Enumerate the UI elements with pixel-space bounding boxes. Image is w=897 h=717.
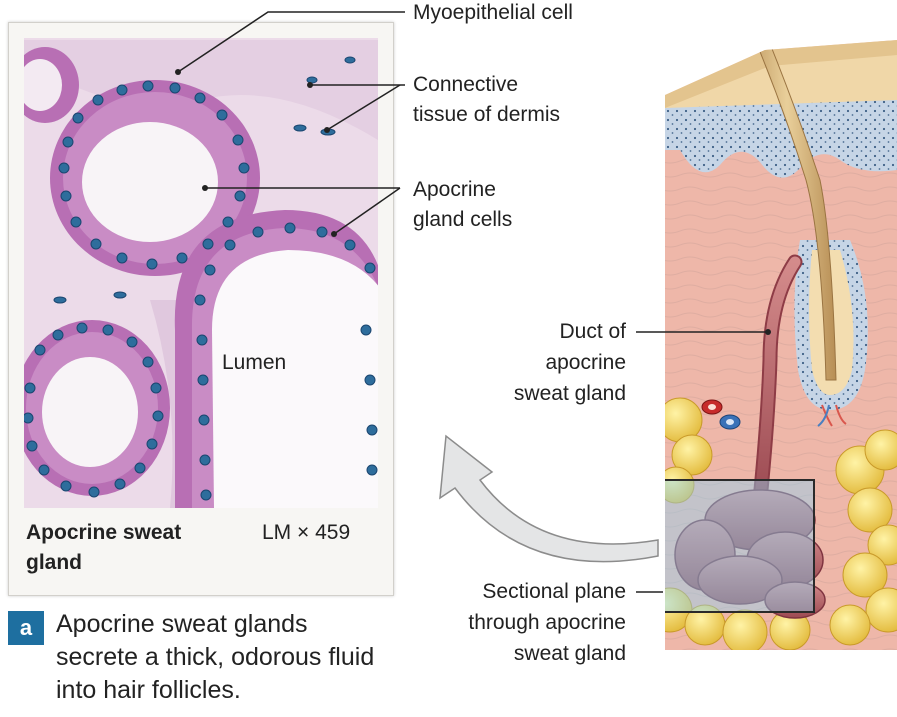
duct-label-line3: sweat gland <box>513 382 626 405</box>
direction-arrow <box>439 434 659 563</box>
sectional-plane-label-line1: Sectional plane <box>482 580 626 603</box>
connective-tissue-label-line2: tissue of dermis <box>413 103 561 126</box>
sectional-plane-label-line3: sweat gland <box>513 642 626 665</box>
duct-label-line1: Duct of <box>559 320 626 343</box>
lumen-label: Lumen <box>222 351 287 374</box>
leader-lines <box>177 11 768 593</box>
apocrine-cells-label-line1: Apocrine <box>413 178 496 201</box>
panel-description: Apocrine sweat glands secrete a thick, o… <box>56 610 375 704</box>
micrograph-caption: Apocrine sweat gland <box>26 521 182 574</box>
duct-label-line2: apocrine <box>545 351 626 374</box>
connective-tissue-label-line1: Connective <box>413 73 519 96</box>
micrograph <box>24 38 378 508</box>
skin-illustration <box>665 40 897 650</box>
apocrine-cells-label-line2: gland cells <box>413 208 513 231</box>
magnification-label: LM × 459 <box>262 521 351 544</box>
sectional-plane-label-line2: through apocrine <box>468 611 626 634</box>
leader-dots <box>175 69 771 335</box>
panel-letter-badge: a <box>8 611 44 645</box>
myoepithelial-cell-label: Myoepithelial cell <box>413 1 573 24</box>
